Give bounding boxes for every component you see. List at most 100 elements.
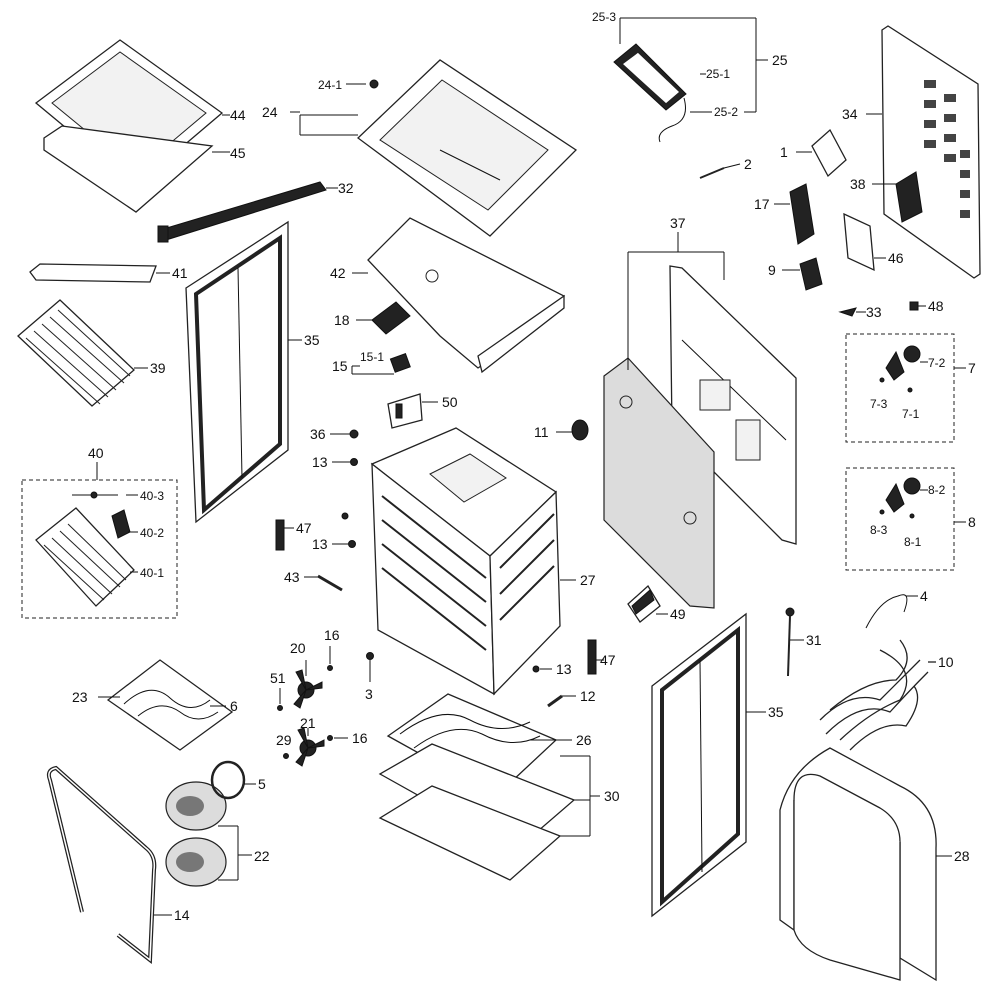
- label-28: 28: [954, 848, 970, 864]
- label-23: 23: [72, 689, 88, 705]
- label-25-2: 25-2: [714, 105, 738, 119]
- label-16-a: 16: [324, 627, 340, 643]
- label-27: 27: [580, 572, 596, 588]
- label-18: 18: [334, 312, 350, 328]
- part-2-wire: [699, 163, 741, 179]
- label-8-1: 8-1: [904, 535, 922, 549]
- label-24: 24: [262, 104, 278, 120]
- label-49: 49: [670, 606, 686, 622]
- label-34: 34: [842, 106, 858, 122]
- label-46: 46: [888, 250, 904, 266]
- part-48-clip: [909, 301, 926, 311]
- label-2: 2: [744, 156, 752, 172]
- label-31: 31: [806, 632, 822, 648]
- part-46-bracket: [843, 212, 886, 272]
- part-45-tray: [43, 125, 230, 213]
- label-12: 12: [580, 688, 596, 704]
- label-29: 29: [276, 732, 292, 748]
- part-20-fan-blade: [277, 646, 333, 711]
- part-37-back-panel: [603, 232, 797, 609]
- label-25-1: 25-1: [706, 67, 730, 81]
- label-7-1: 7-1: [902, 407, 920, 421]
- part-50-bracket: [387, 393, 438, 429]
- part-35-door-frame-right: [651, 612, 766, 918]
- part-4-wire: [865, 594, 918, 629]
- part-7-group: [845, 333, 966, 443]
- part-34-rear-cover: [866, 25, 981, 279]
- part-47-bracket-right: [587, 639, 604, 675]
- label-43: 43: [284, 569, 300, 585]
- part-43-pin: [304, 574, 343, 592]
- label-50: 50: [442, 394, 458, 410]
- part-15-component: [351, 352, 411, 375]
- label-42: 42: [330, 265, 346, 281]
- label-13-a: 13: [312, 454, 328, 470]
- part-17-control-knob-bracket: [774, 183, 815, 245]
- part-40-group: [21, 462, 178, 619]
- part-11-knob: [556, 419, 589, 441]
- label-48: 48: [928, 298, 944, 314]
- part-25-assembly: [613, 17, 768, 143]
- label-25: 25: [772, 52, 788, 68]
- part-9-component: [782, 257, 823, 291]
- label-8-3: 8-3: [870, 523, 888, 537]
- label-33: 33: [866, 304, 882, 320]
- label-44: 44: [230, 107, 246, 123]
- part-41-rod: [29, 263, 170, 283]
- part-28-outer-cabinet: [779, 747, 952, 982]
- label-6: 6: [230, 698, 238, 714]
- label-11: 11: [534, 424, 549, 440]
- label-5: 5: [258, 776, 266, 792]
- label-40-1: 40-1: [140, 566, 164, 580]
- part-13-screws: [332, 458, 552, 673]
- label-10: 10: [938, 654, 954, 670]
- part-labels: 44 45 32 41 39 40 40-3 40-2 40-1 23 6 5 …: [72, 10, 976, 923]
- label-41: 41: [172, 265, 188, 281]
- part-24-top-frame: [290, 59, 578, 237]
- label-26: 26: [576, 732, 592, 748]
- label-45: 45: [230, 145, 246, 161]
- part-39-rack: [17, 299, 148, 407]
- label-17: 17: [754, 196, 770, 212]
- label-16-b: 16: [352, 730, 368, 746]
- label-39: 39: [150, 360, 166, 376]
- label-40: 40: [88, 445, 104, 461]
- part-42-cover-plate: [352, 217, 566, 374]
- label-1: 1: [780, 144, 788, 160]
- label-7-3: 7-3: [870, 397, 888, 411]
- part-8-group: [845, 467, 966, 571]
- label-20: 20: [290, 640, 306, 656]
- part-30-bottom-plates: [378, 743, 600, 881]
- part-22-fan-covers: [165, 781, 252, 887]
- part-27-oven-cavity: [370, 427, 576, 696]
- label-35-right: 35: [768, 704, 784, 720]
- part-32-handle: [157, 181, 338, 243]
- label-15-1: 15-1: [360, 350, 384, 364]
- label-40-2: 40-2: [140, 526, 164, 540]
- label-13-b: 13: [312, 536, 328, 552]
- label-3: 3: [365, 686, 373, 702]
- part-35-door-frame-left: [185, 220, 302, 524]
- part-18-component: [356, 301, 411, 335]
- part-12-component: [547, 694, 576, 708]
- label-40-3: 40-3: [140, 489, 164, 503]
- label-51: 51: [270, 670, 286, 686]
- label-8: 8: [968, 514, 976, 530]
- label-14: 14: [174, 907, 190, 923]
- part-10-wire-harness: [819, 639, 936, 751]
- part-3-screw: [366, 652, 374, 682]
- label-38: 38: [850, 176, 866, 192]
- label-47-left: 47: [296, 520, 312, 536]
- label-25-3: 25-3: [592, 10, 616, 24]
- label-4: 4: [920, 588, 928, 604]
- label-7: 7: [968, 360, 976, 376]
- label-36: 36: [310, 426, 326, 442]
- part-47-bracket: [275, 519, 294, 551]
- part-49-bracket: [627, 584, 668, 623]
- part-33-clip: [838, 307, 866, 317]
- part-36-screw: [330, 429, 359, 439]
- part-5-ring: [210, 760, 256, 800]
- label-35-left: 35: [304, 332, 320, 348]
- label-15: 15: [332, 358, 348, 374]
